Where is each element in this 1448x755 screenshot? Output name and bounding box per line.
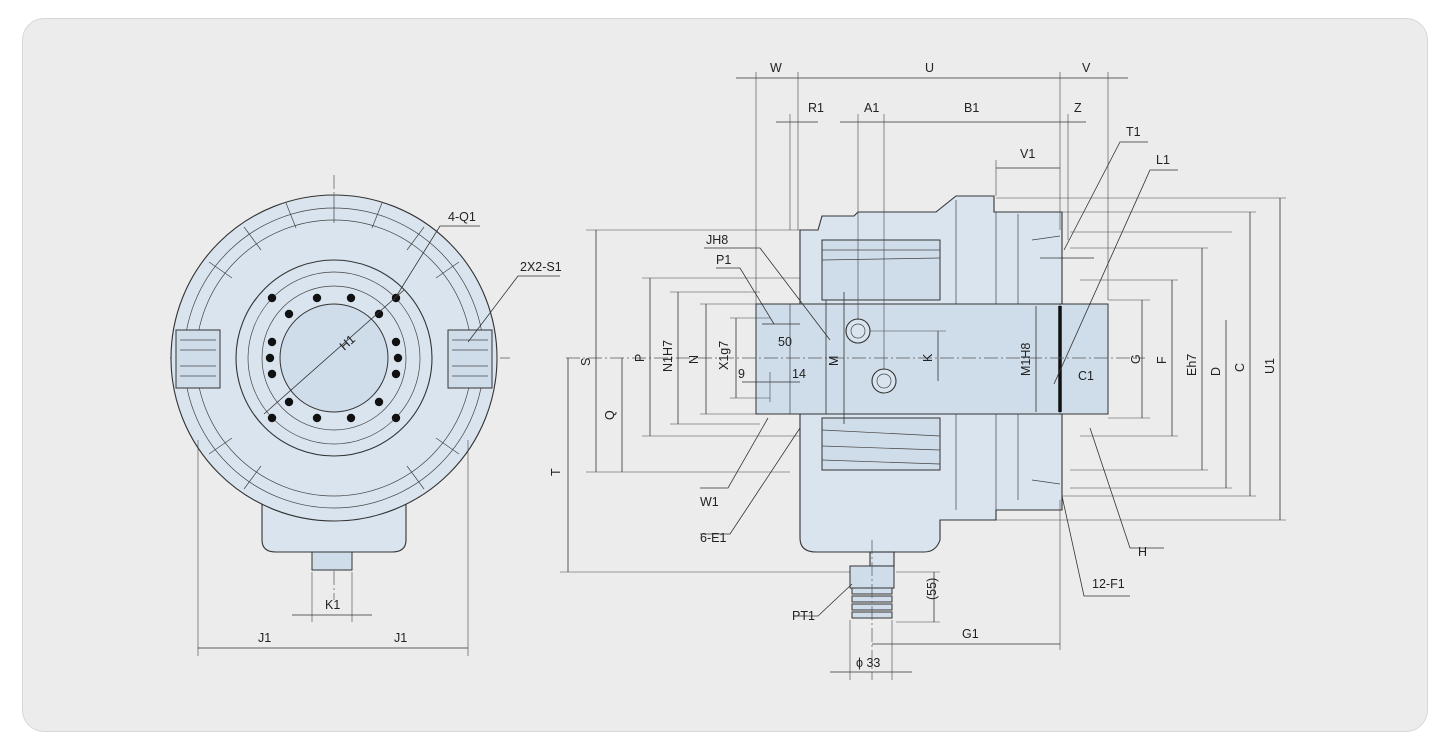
label-14: 14 — [792, 367, 806, 381]
label-j1-right: J1 — [394, 631, 407, 645]
label-s1: 2X2-S1 — [520, 260, 562, 274]
label-t1: T1 — [1126, 125, 1141, 139]
label-q: Q — [603, 410, 617, 420]
label-l1: L1 — [1156, 153, 1170, 167]
label-v1: V1 — [1020, 147, 1035, 161]
bolt-circle — [265, 293, 403, 423]
label-c: C — [1233, 363, 1247, 372]
label-w1: W1 — [700, 495, 719, 509]
label-b1: B1 — [964, 101, 979, 115]
label-d: D — [1209, 367, 1223, 376]
label-9: 9 — [738, 367, 745, 381]
label-g1: G1 — [962, 627, 979, 641]
label-n: N — [687, 355, 701, 364]
label-f1: 12-F1 — [1092, 577, 1125, 591]
label-g: G — [1129, 354, 1143, 364]
label-v: V — [1082, 61, 1091, 75]
label-s: S — [579, 358, 593, 366]
label-j1-left: J1 — [258, 631, 271, 645]
label-55: (55) — [925, 578, 939, 600]
label-k1: K1 — [325, 598, 340, 612]
label-a1: A1 — [864, 101, 879, 115]
label-pt1: PT1 — [792, 609, 815, 623]
label-eh7: Eh7 — [1185, 354, 1199, 376]
end-view: H1 4-Q1 2X2-S1 K1 J1 J1 — [170, 175, 562, 656]
label-m: M — [827, 356, 841, 366]
label-k: K — [921, 353, 935, 362]
label-x1g7: X1g7 — [717, 341, 731, 370]
label-p1: P1 — [716, 253, 731, 267]
label-c1: C1 — [1078, 369, 1094, 383]
label-f: F — [1155, 356, 1169, 364]
label-u1: U1 — [1263, 358, 1277, 374]
label-p: P — [633, 354, 647, 362]
label-w: W — [770, 61, 782, 75]
label-d33: ϕ 33 — [856, 656, 880, 670]
label-z: Z — [1074, 101, 1082, 115]
fin-lines — [208, 195, 460, 490]
label-t: T — [549, 468, 563, 476]
label-50: 50 — [778, 335, 792, 349]
label-m1h8: M1H8 — [1019, 343, 1033, 376]
side-view: W U V R1 A1 B1 Z V1 T1 L1 S P Q T — [549, 61, 1286, 680]
label-e1: 6-E1 — [700, 531, 726, 545]
label-r1: R1 — [808, 101, 824, 115]
label-n1h7: N1H7 — [661, 340, 675, 372]
label-jh8: JH8 — [706, 233, 728, 247]
label-u: U — [925, 61, 934, 75]
label-q1: 4-Q1 — [448, 210, 476, 224]
label-h: H — [1138, 545, 1147, 559]
